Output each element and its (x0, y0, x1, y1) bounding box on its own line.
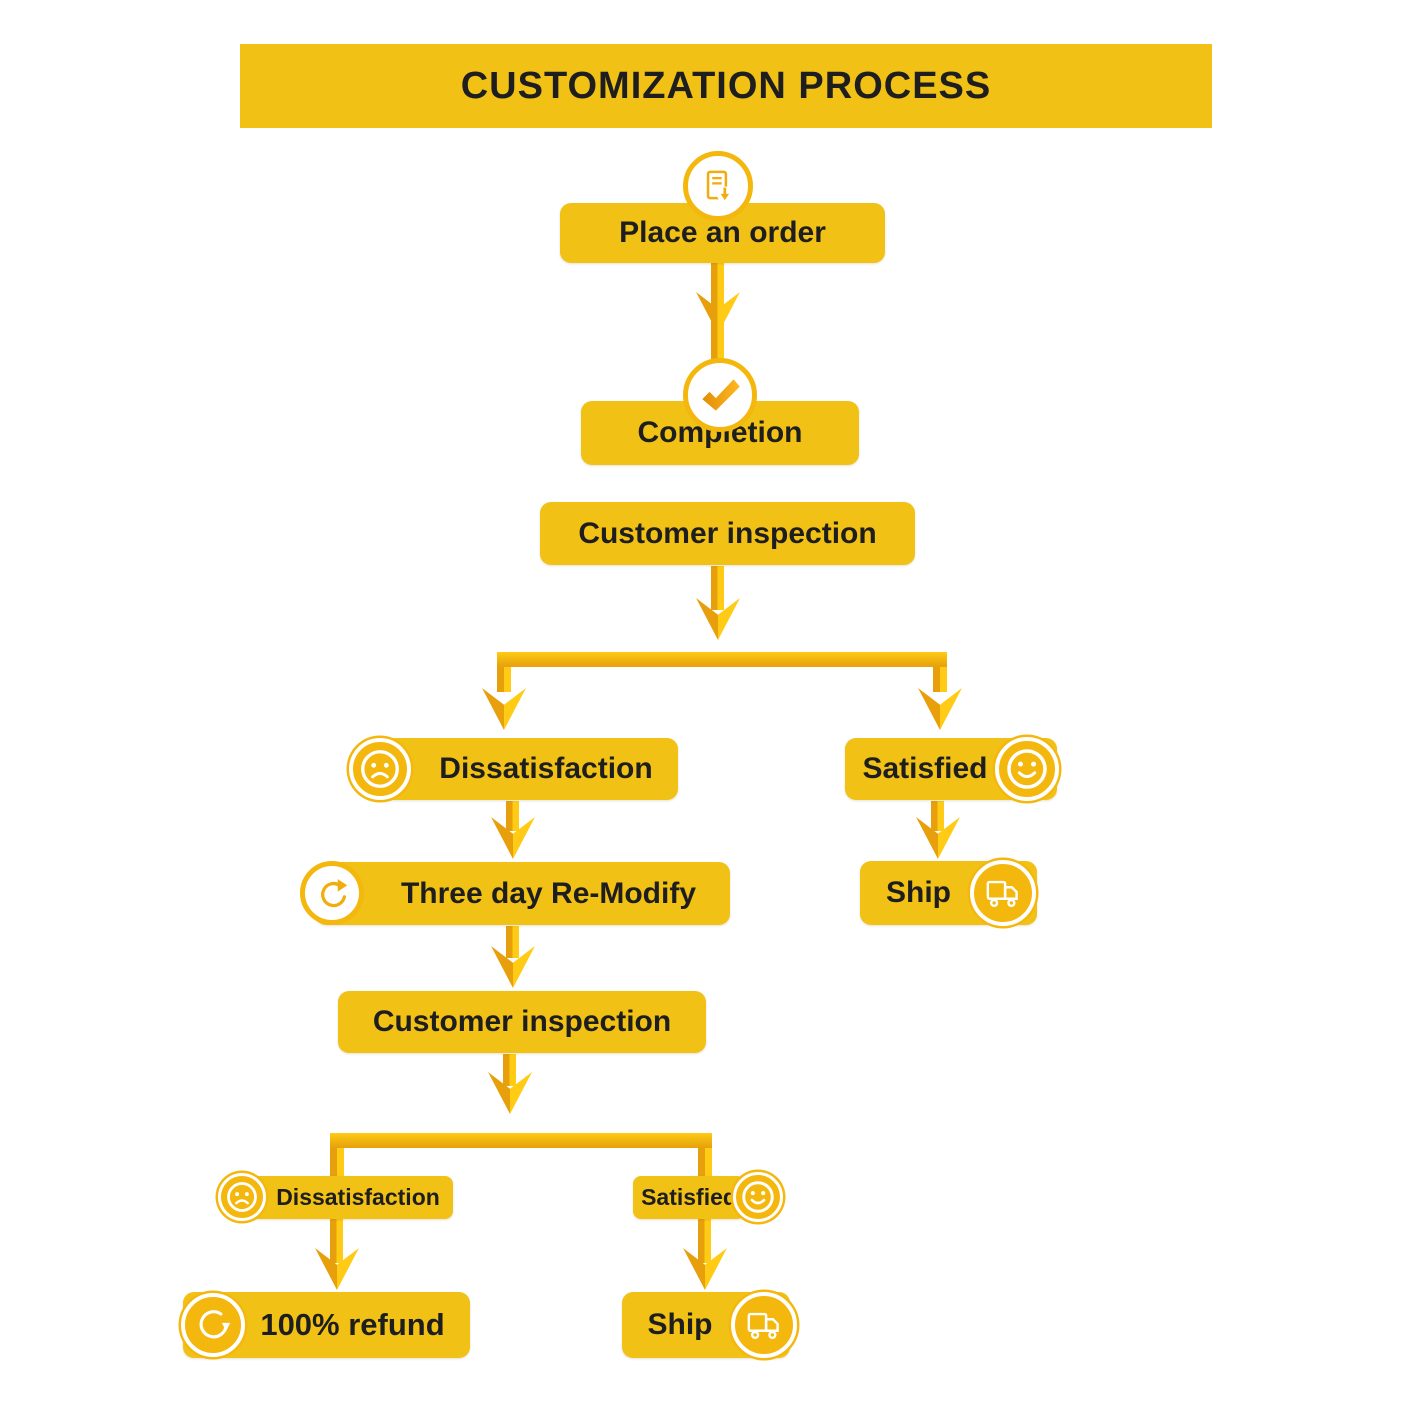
flow-arrow (696, 566, 740, 640)
node-satisfied-2: Satisfied (633, 1176, 745, 1219)
sad-face-icon (218, 1173, 266, 1221)
branch-bar (330, 1133, 712, 1148)
flow-arrow (491, 926, 535, 988)
arrow-shaft (503, 1054, 516, 1086)
node-customer-inspection-1: Customer inspection (540, 502, 915, 565)
flow-arrow (482, 688, 526, 730)
flow-arrow (488, 1054, 532, 1114)
node-label: Customer inspection (578, 516, 877, 550)
node-label: Three day Re-Modify (400, 876, 697, 910)
node-customer-inspection-2: Customer inspection (338, 991, 706, 1053)
checkmark-icon (683, 358, 757, 432)
order-document-icon (683, 151, 753, 221)
node-label: Dissatisfaction (439, 752, 653, 785)
flow-arrow (315, 1219, 359, 1290)
sad-face-icon (349, 738, 411, 800)
redo-icon (300, 861, 364, 925)
node-label: Customer inspection (372, 1005, 672, 1038)
arrow-shaft (711, 566, 724, 610)
node-place-order: Place an order (560, 203, 885, 263)
title-banner: CUSTOMIZATION PROCESS (240, 44, 1212, 128)
node-dissatisfaction-1: Dissatisfaction (370, 738, 678, 800)
arrow-head (918, 688, 962, 730)
truck-icon (970, 860, 1036, 926)
flow-arrow (918, 688, 962, 730)
arrow-shaft (506, 926, 519, 958)
node-label: Ship (647, 1308, 713, 1341)
arrow-shaft (698, 1219, 711, 1263)
node-label: 100% refund (260, 1307, 445, 1342)
arrow-head (482, 688, 526, 730)
flow-arrow (491, 801, 535, 859)
node-label: Satisfied (641, 1184, 737, 1210)
flow-arrow (683, 1219, 727, 1290)
node-label: Place an order (619, 216, 826, 249)
node-label: Dissatisfaction (276, 1184, 440, 1210)
smiley-face-icon (995, 737, 1059, 801)
node-label: Satisfied (862, 752, 988, 785)
smiley-face-icon (733, 1172, 783, 1222)
arrow-shaft (711, 262, 724, 359)
arrow-shaft (330, 1219, 343, 1263)
page-title: CUSTOMIZATION PROCESS (460, 64, 992, 107)
node-dissatisfaction-2: Dissatisfaction (227, 1176, 453, 1219)
flow-arrow (696, 262, 740, 359)
arrow-shaft (506, 801, 519, 831)
arrow-shaft (931, 801, 944, 831)
node-label: Ship (886, 876, 951, 909)
refund-icon (181, 1293, 245, 1357)
node-three-day-remodify: Three day Re-Modify (315, 862, 730, 925)
branch-bar (497, 652, 947, 667)
flow-arrow (916, 801, 960, 859)
truck-icon (731, 1292, 797, 1358)
